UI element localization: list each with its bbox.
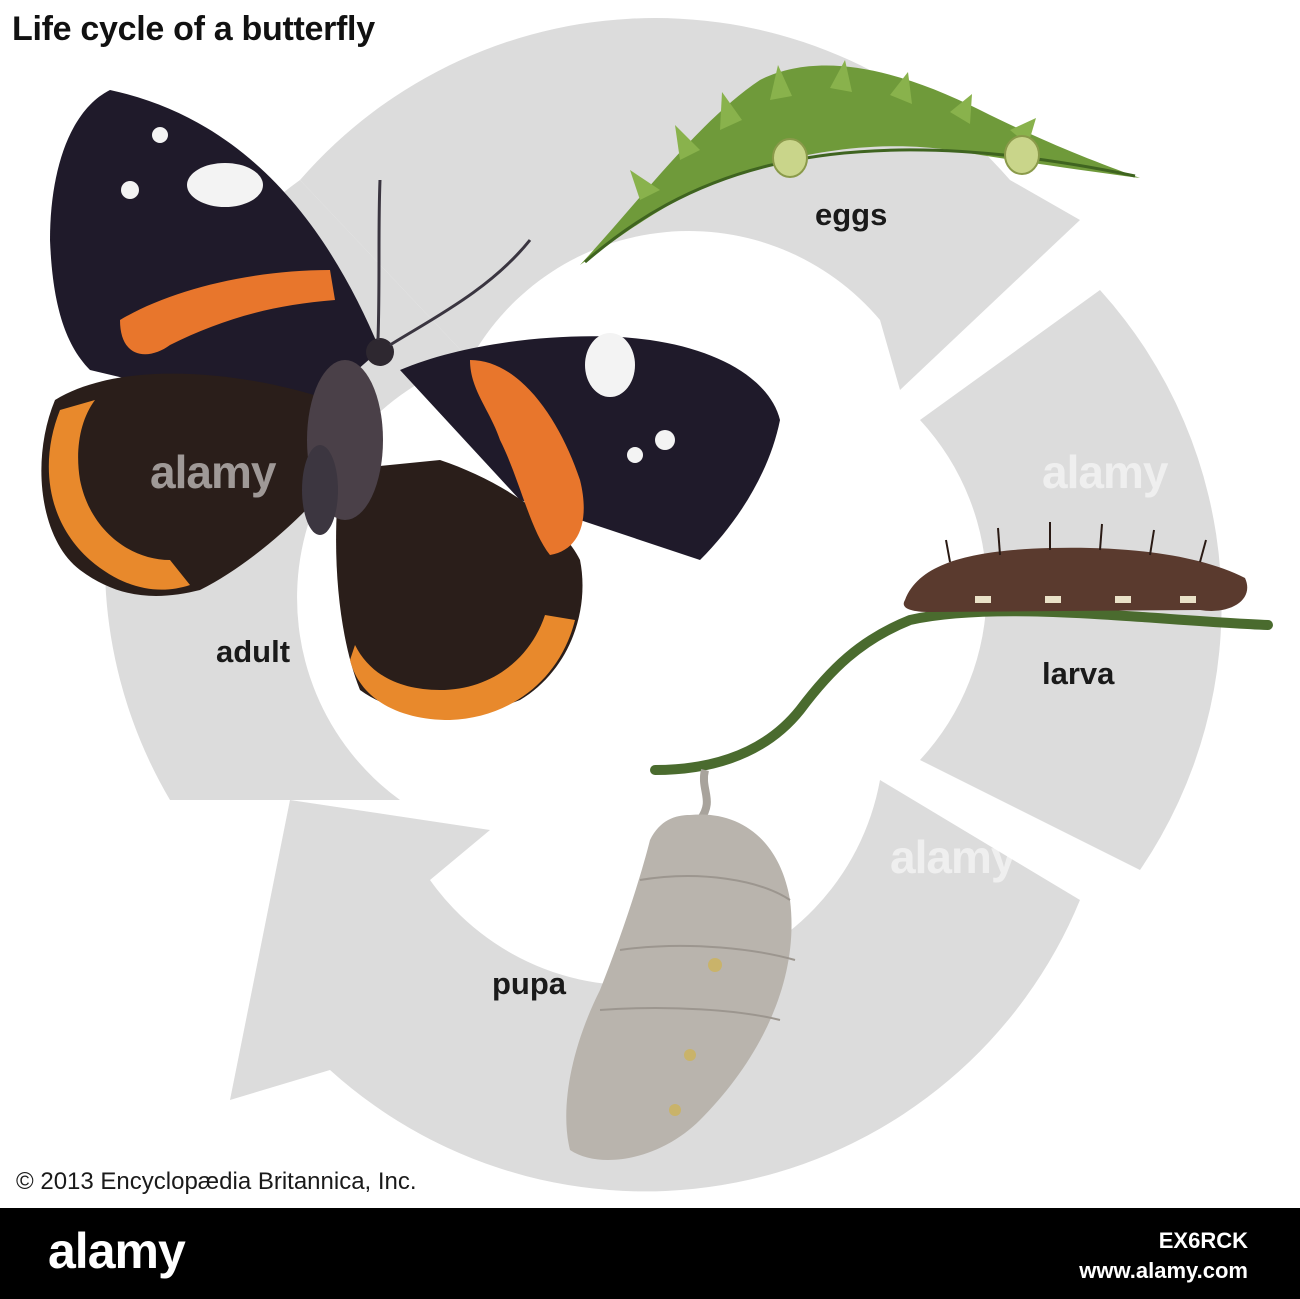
page-title: Life cycle of a butterfly <box>12 10 375 48</box>
watermark-url: www.alamy.com <box>1079 1258 1248 1283</box>
watermark-overlay-1: alamy <box>150 446 276 498</box>
leaf-with-eggs-illustration <box>580 60 1140 265</box>
larva-illustration <box>650 522 1273 775</box>
pupa-illustration <box>566 769 796 1160</box>
stage-label-adult: adult <box>216 634 291 669</box>
butterfly-illustration <box>41 90 780 720</box>
egg-1 <box>772 138 808 178</box>
stage-label-larva: larva <box>1042 656 1115 691</box>
watermark-logo: alamy <box>48 1223 186 1279</box>
egg-2 <box>1004 135 1040 175</box>
watermark-overlay-3: alamy <box>890 831 1016 883</box>
watermark-overlay-2: alamy <box>1042 446 1168 498</box>
watermark-footer-bar <box>0 1208 1300 1299</box>
stage-label-pupa: pupa <box>492 966 567 1001</box>
stage-label-eggs: eggs <box>815 197 888 232</box>
watermark-image-id: EX6RCK <box>1158 1228 1248 1253</box>
copyright-notice: © 2013 Encyclopædia Britannica, Inc. <box>16 1168 417 1195</box>
